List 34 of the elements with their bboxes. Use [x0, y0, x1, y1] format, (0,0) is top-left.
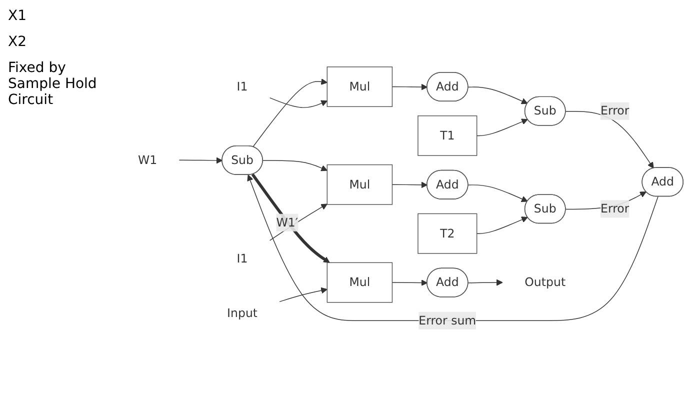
- arrow: [252, 78, 328, 148]
- arrow: [178, 157, 223, 164]
- arrow: [392, 84, 428, 90]
- arrow: [476, 118, 528, 136]
- node-box: T1: [418, 115, 478, 156]
- arrow: [468, 184, 528, 202]
- arrow: [565, 110, 654, 169]
- arrow: [247, 174, 658, 321]
- node-box: Mul: [326, 164, 393, 205]
- note-label: Fixed by Sample Hold Circuit: [8, 60, 98, 108]
- note-label: X2: [8, 34, 28, 50]
- node-text: W1: [138, 152, 158, 167]
- arrow: [468, 86, 528, 104]
- note-label: X1: [8, 8, 28, 24]
- arrow: [251, 173, 330, 263]
- node-box: Mul: [326, 66, 393, 107]
- arrow: [468, 279, 503, 286]
- node-text: Input: [227, 306, 258, 320]
- edge-label: Error: [600, 104, 630, 118]
- arrow: [476, 216, 528, 234]
- edge-label: W1′: [276, 215, 298, 230]
- node-text: I1: [236, 79, 248, 94]
- arrow: [279, 287, 328, 302]
- edge-label: Error: [600, 202, 630, 216]
- node-text: I1: [236, 251, 248, 266]
- edge-label: Error sum: [418, 313, 476, 328]
- arrow: [392, 182, 428, 188]
- arrow: [392, 280, 428, 286]
- node-text: Output: [524, 275, 566, 290]
- node-box: Mul: [326, 262, 393, 303]
- arrow: [269, 97, 328, 108]
- arrow: [269, 204, 328, 241]
- node-box: T2: [418, 213, 478, 254]
- arrow: [262, 160, 328, 172]
